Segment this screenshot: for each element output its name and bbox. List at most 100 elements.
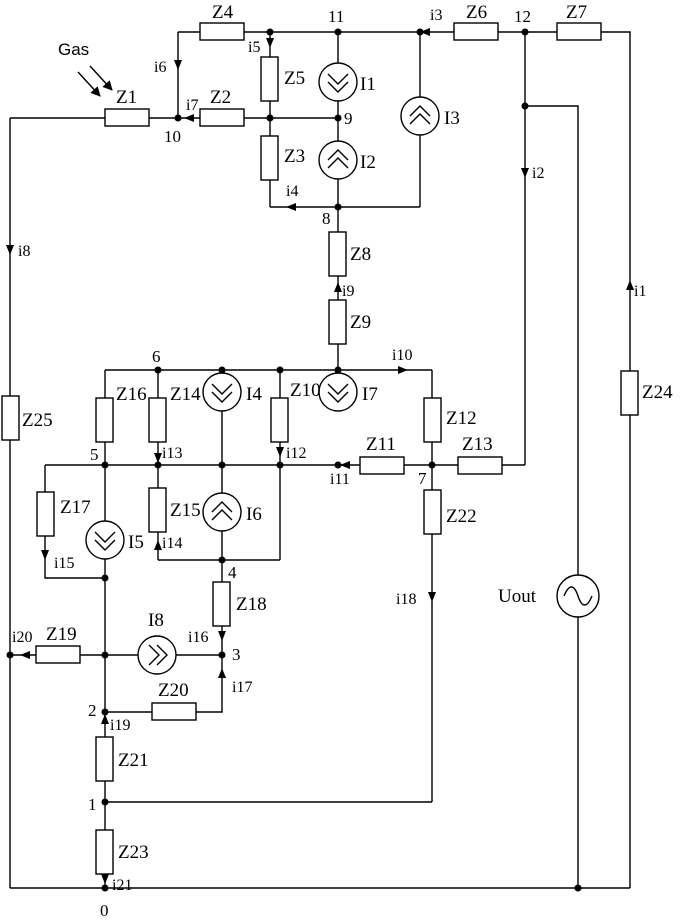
i7-current-source xyxy=(318,372,358,412)
z22-label: Z22 xyxy=(446,506,477,527)
z7-resistor xyxy=(556,22,602,41)
node-2-label: 2 xyxy=(88,701,97,720)
z19-label: Z19 xyxy=(46,624,77,645)
i12-current-label: i12 xyxy=(286,445,306,462)
z16-label: Z16 xyxy=(116,384,147,405)
i9-current-label: i9 xyxy=(342,283,354,300)
node-3-label: 3 xyxy=(232,645,241,664)
labels: Gas Uout Z1 Z2 Z3 Z4 Z5 Z6 Z7 Z8 Z9 Z10 … xyxy=(12,2,673,920)
z1-label: Z1 xyxy=(116,87,137,108)
current-sources xyxy=(85,62,440,675)
z4-resistor xyxy=(199,22,245,41)
z6-resistor xyxy=(453,22,499,41)
z21-resistor xyxy=(95,736,114,782)
node-11-label: 11 xyxy=(328,7,344,26)
i1-current-label: i1 xyxy=(634,283,646,300)
impedances xyxy=(1,22,639,875)
i6-source-label: I6 xyxy=(246,504,262,525)
node-4-label: 4 xyxy=(228,563,237,582)
gas-arrows-icon xyxy=(77,65,113,97)
node-1-label: 1 xyxy=(88,795,97,814)
z23-label: Z23 xyxy=(118,842,149,863)
z3-resistor xyxy=(260,135,279,181)
i8-current-label: i8 xyxy=(18,243,30,260)
node-7-label: 7 xyxy=(418,469,427,488)
i14-current-label: i14 xyxy=(162,535,182,552)
z24-resistor xyxy=(620,370,639,416)
z16-resistor xyxy=(95,397,114,443)
z11-resistor xyxy=(359,456,405,475)
i3-source-label: I3 xyxy=(444,108,460,129)
junction-dots xyxy=(6,28,582,892)
i4-current-source xyxy=(202,372,242,412)
z23-resistor xyxy=(95,829,114,875)
i7-source-label: I7 xyxy=(362,384,378,405)
i21-current-label: i21 xyxy=(112,877,132,894)
z20-resistor xyxy=(151,702,197,721)
z17-resistor xyxy=(36,491,55,537)
i5-current-label: i5 xyxy=(248,39,260,56)
i1-current-source xyxy=(318,62,358,102)
z15-label: Z15 xyxy=(170,500,201,521)
z6-label: Z6 xyxy=(466,2,487,23)
z4-label: Z4 xyxy=(212,2,234,23)
z11-label: Z11 xyxy=(366,434,396,455)
z2-resistor xyxy=(199,108,245,127)
z25-resistor xyxy=(1,395,20,441)
i18-current-label: i18 xyxy=(396,591,416,608)
uout-voltage-source xyxy=(556,574,600,618)
node-10-label: 10 xyxy=(164,127,181,146)
node-8-label: 8 xyxy=(322,209,331,228)
z22-resistor xyxy=(423,489,442,535)
z8-resistor xyxy=(328,231,347,277)
z2-label: Z2 xyxy=(210,87,231,108)
node-9-label: 9 xyxy=(344,109,353,128)
z3-label: Z3 xyxy=(284,146,305,167)
z9-label: Z9 xyxy=(350,312,371,333)
i3-current-source xyxy=(400,96,440,136)
i6-current-label: i6 xyxy=(154,59,166,76)
current-arrows xyxy=(6,28,634,884)
z10-resistor xyxy=(270,397,289,443)
z12-resistor xyxy=(423,397,442,443)
z14-resistor xyxy=(148,397,167,443)
z20-label: Z20 xyxy=(158,680,189,701)
z15-resistor xyxy=(148,487,167,533)
uout-label: Uout xyxy=(498,586,537,607)
node-12-label: 12 xyxy=(514,7,531,26)
i11-current-label: i11 xyxy=(330,471,350,488)
z18-resistor xyxy=(212,581,231,627)
node-5-label: 5 xyxy=(90,445,99,464)
i6-current-source xyxy=(202,492,242,532)
z19-resistor xyxy=(35,645,81,664)
z21-label: Z21 xyxy=(118,750,149,771)
i16-current-label: i16 xyxy=(188,629,208,646)
i8-current-source xyxy=(137,635,177,675)
i7-current-label: i7 xyxy=(186,97,198,114)
i2-current-source xyxy=(318,140,358,180)
z18-label: Z18 xyxy=(236,594,267,615)
z10-label: Z10 xyxy=(290,380,321,401)
i4-source-label: I4 xyxy=(246,384,262,405)
z1-resistor xyxy=(104,108,150,127)
i20-current-label: i20 xyxy=(12,629,32,646)
i2-source-label: I2 xyxy=(360,152,376,173)
i2-current-label: i2 xyxy=(532,165,544,182)
z13-label: Z13 xyxy=(462,434,493,455)
node-0-label: 0 xyxy=(100,901,109,920)
z7-label: Z7 xyxy=(566,2,587,23)
z24-label: Z24 xyxy=(642,382,673,403)
i5-current-source xyxy=(85,520,125,560)
i8-source-label: I8 xyxy=(148,610,164,631)
z25-label: Z25 xyxy=(22,410,53,431)
i15-current-label: i15 xyxy=(54,555,74,572)
z5-resistor xyxy=(260,56,279,102)
i13-current-label: i13 xyxy=(162,445,182,462)
gas-label: Gas xyxy=(58,40,89,59)
node-6-label: 6 xyxy=(152,347,161,366)
i3-current-label: i3 xyxy=(430,7,442,24)
z17-label: Z17 xyxy=(60,497,91,518)
i4-current-label: i4 xyxy=(286,183,298,200)
i5-source-label: I5 xyxy=(128,532,144,553)
